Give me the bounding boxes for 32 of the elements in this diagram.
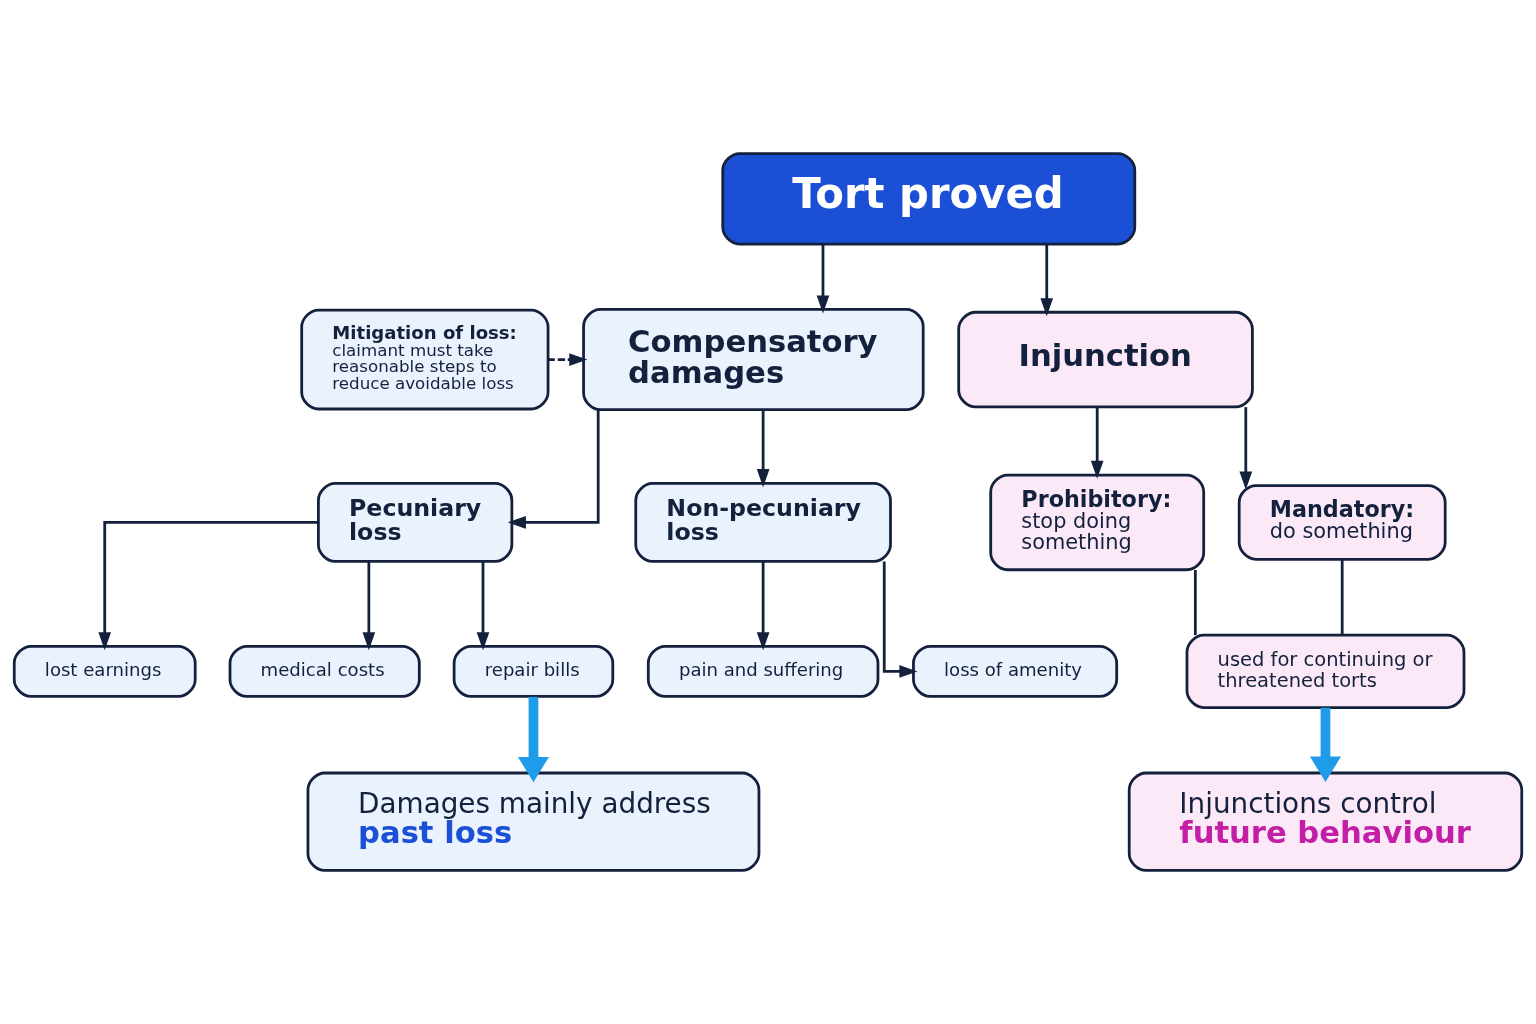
arrow [1040, 244, 1054, 317]
node-box: medical costs [228, 644, 421, 698]
node-box: Damages mainly address past loss [306, 771, 761, 872]
node-box: repair bills [452, 644, 615, 698]
arrow [1239, 407, 1253, 490]
arrow [1090, 407, 1104, 479]
arrow [548, 353, 588, 366]
node-box: Pecuniary loss [317, 482, 514, 563]
node-box: loss of amenity [912, 644, 1119, 698]
node-box: Injunctions control future behaviour [1127, 771, 1524, 872]
node-box: lost earnings [12, 644, 197, 698]
arrow [756, 409, 770, 488]
arrow [1309, 707, 1341, 782]
node-box: pain and suffering [646, 644, 880, 698]
node-box: Prohibitory: stop doing something [989, 473, 1206, 572]
arrow [98, 521, 319, 651]
arrow [756, 561, 770, 651]
connector [1193, 570, 1197, 636]
arrow [816, 244, 830, 314]
node-box: used for continuing or threatened torts [1185, 633, 1466, 709]
arrow [362, 561, 376, 651]
arrow [517, 696, 549, 783]
node-box: Non-pecuniary loss [634, 482, 892, 563]
arrow [476, 561, 490, 651]
node-box: Mitigation of loss: claimant must take reasonable steps to reduce avoidable loss [300, 308, 550, 411]
arrow [882, 561, 918, 678]
arrow [507, 409, 600, 529]
node-box: Mandatory: do something [1237, 484, 1447, 561]
node-box: Tort proved [721, 152, 1137, 246]
node-box: Injunction [957, 310, 1254, 409]
connector [1340, 559, 1344, 636]
node-box: Compensatory damages [582, 308, 925, 412]
